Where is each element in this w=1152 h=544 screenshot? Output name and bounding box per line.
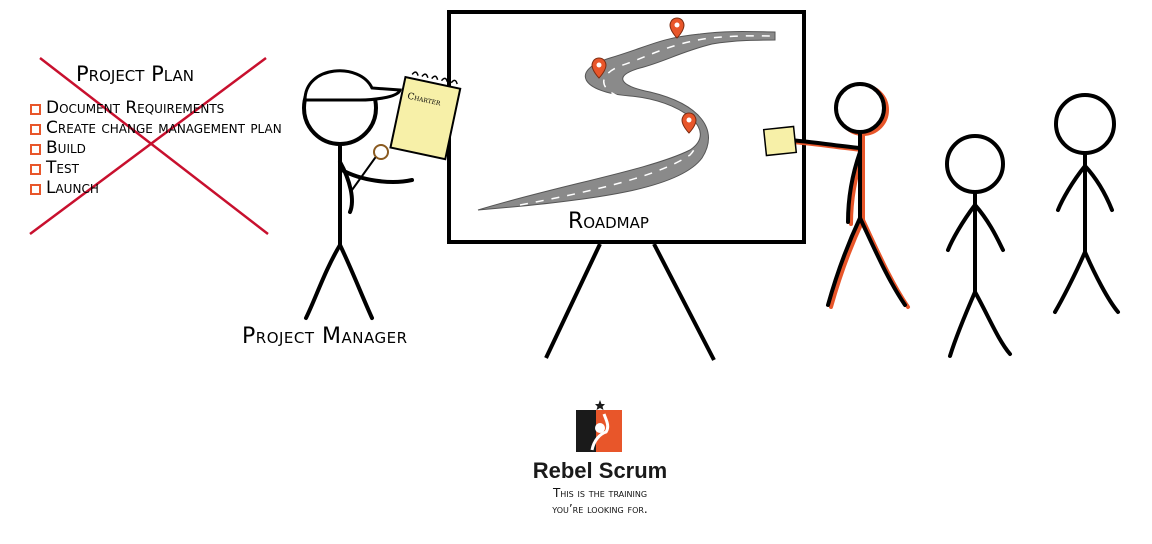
project-plan-title: Project Plan bbox=[76, 62, 194, 86]
list-item: Launch bbox=[30, 178, 290, 198]
road-path bbox=[477, 31, 776, 211]
location-pin-icon bbox=[681, 112, 697, 134]
brand-name: Rebel Scrum bbox=[532, 458, 668, 483]
bullet-icon bbox=[30, 144, 41, 155]
location-pin-icon bbox=[669, 17, 685, 39]
tagline-line-2: you’re looking for. bbox=[552, 502, 648, 516]
project-plan: Project Plan Document Requirements Creat… bbox=[30, 62, 290, 198]
brand-block: Rebel Scrum This is the training you’re … bbox=[500, 392, 700, 516]
project-manager-label: Project Manager bbox=[242, 324, 408, 349]
bullet-icon bbox=[30, 164, 41, 175]
bullet-icon bbox=[30, 184, 41, 195]
charter-notepad bbox=[389, 71, 462, 161]
team-member-figure bbox=[945, 134, 1012, 358]
list-item: Test bbox=[30, 158, 290, 178]
cross-out-mark bbox=[29, 56, 269, 236]
bullet-icon bbox=[30, 104, 41, 115]
roadmap-label: Roadmap bbox=[568, 209, 649, 234]
list-item: Build bbox=[30, 138, 290, 158]
location-pin-icon bbox=[591, 57, 607, 79]
project-plan-list: Document Requirements Create change mana… bbox=[30, 98, 290, 198]
tagline-line-1: This is the training bbox=[552, 486, 648, 500]
list-item: Create change management plan bbox=[30, 118, 290, 138]
list-item: Document Requirements bbox=[30, 98, 290, 118]
roadmap-easel bbox=[447, 10, 806, 361]
project-manager-figure bbox=[302, 69, 414, 320]
rebel-scrum-logo-icon bbox=[576, 400, 622, 452]
bullet-icon bbox=[30, 124, 41, 135]
sticky-note bbox=[762, 125, 798, 157]
logo-spacer bbox=[500, 392, 700, 454]
presenter-figure bbox=[762, 82, 910, 309]
team-member-figure bbox=[1053, 93, 1120, 314]
